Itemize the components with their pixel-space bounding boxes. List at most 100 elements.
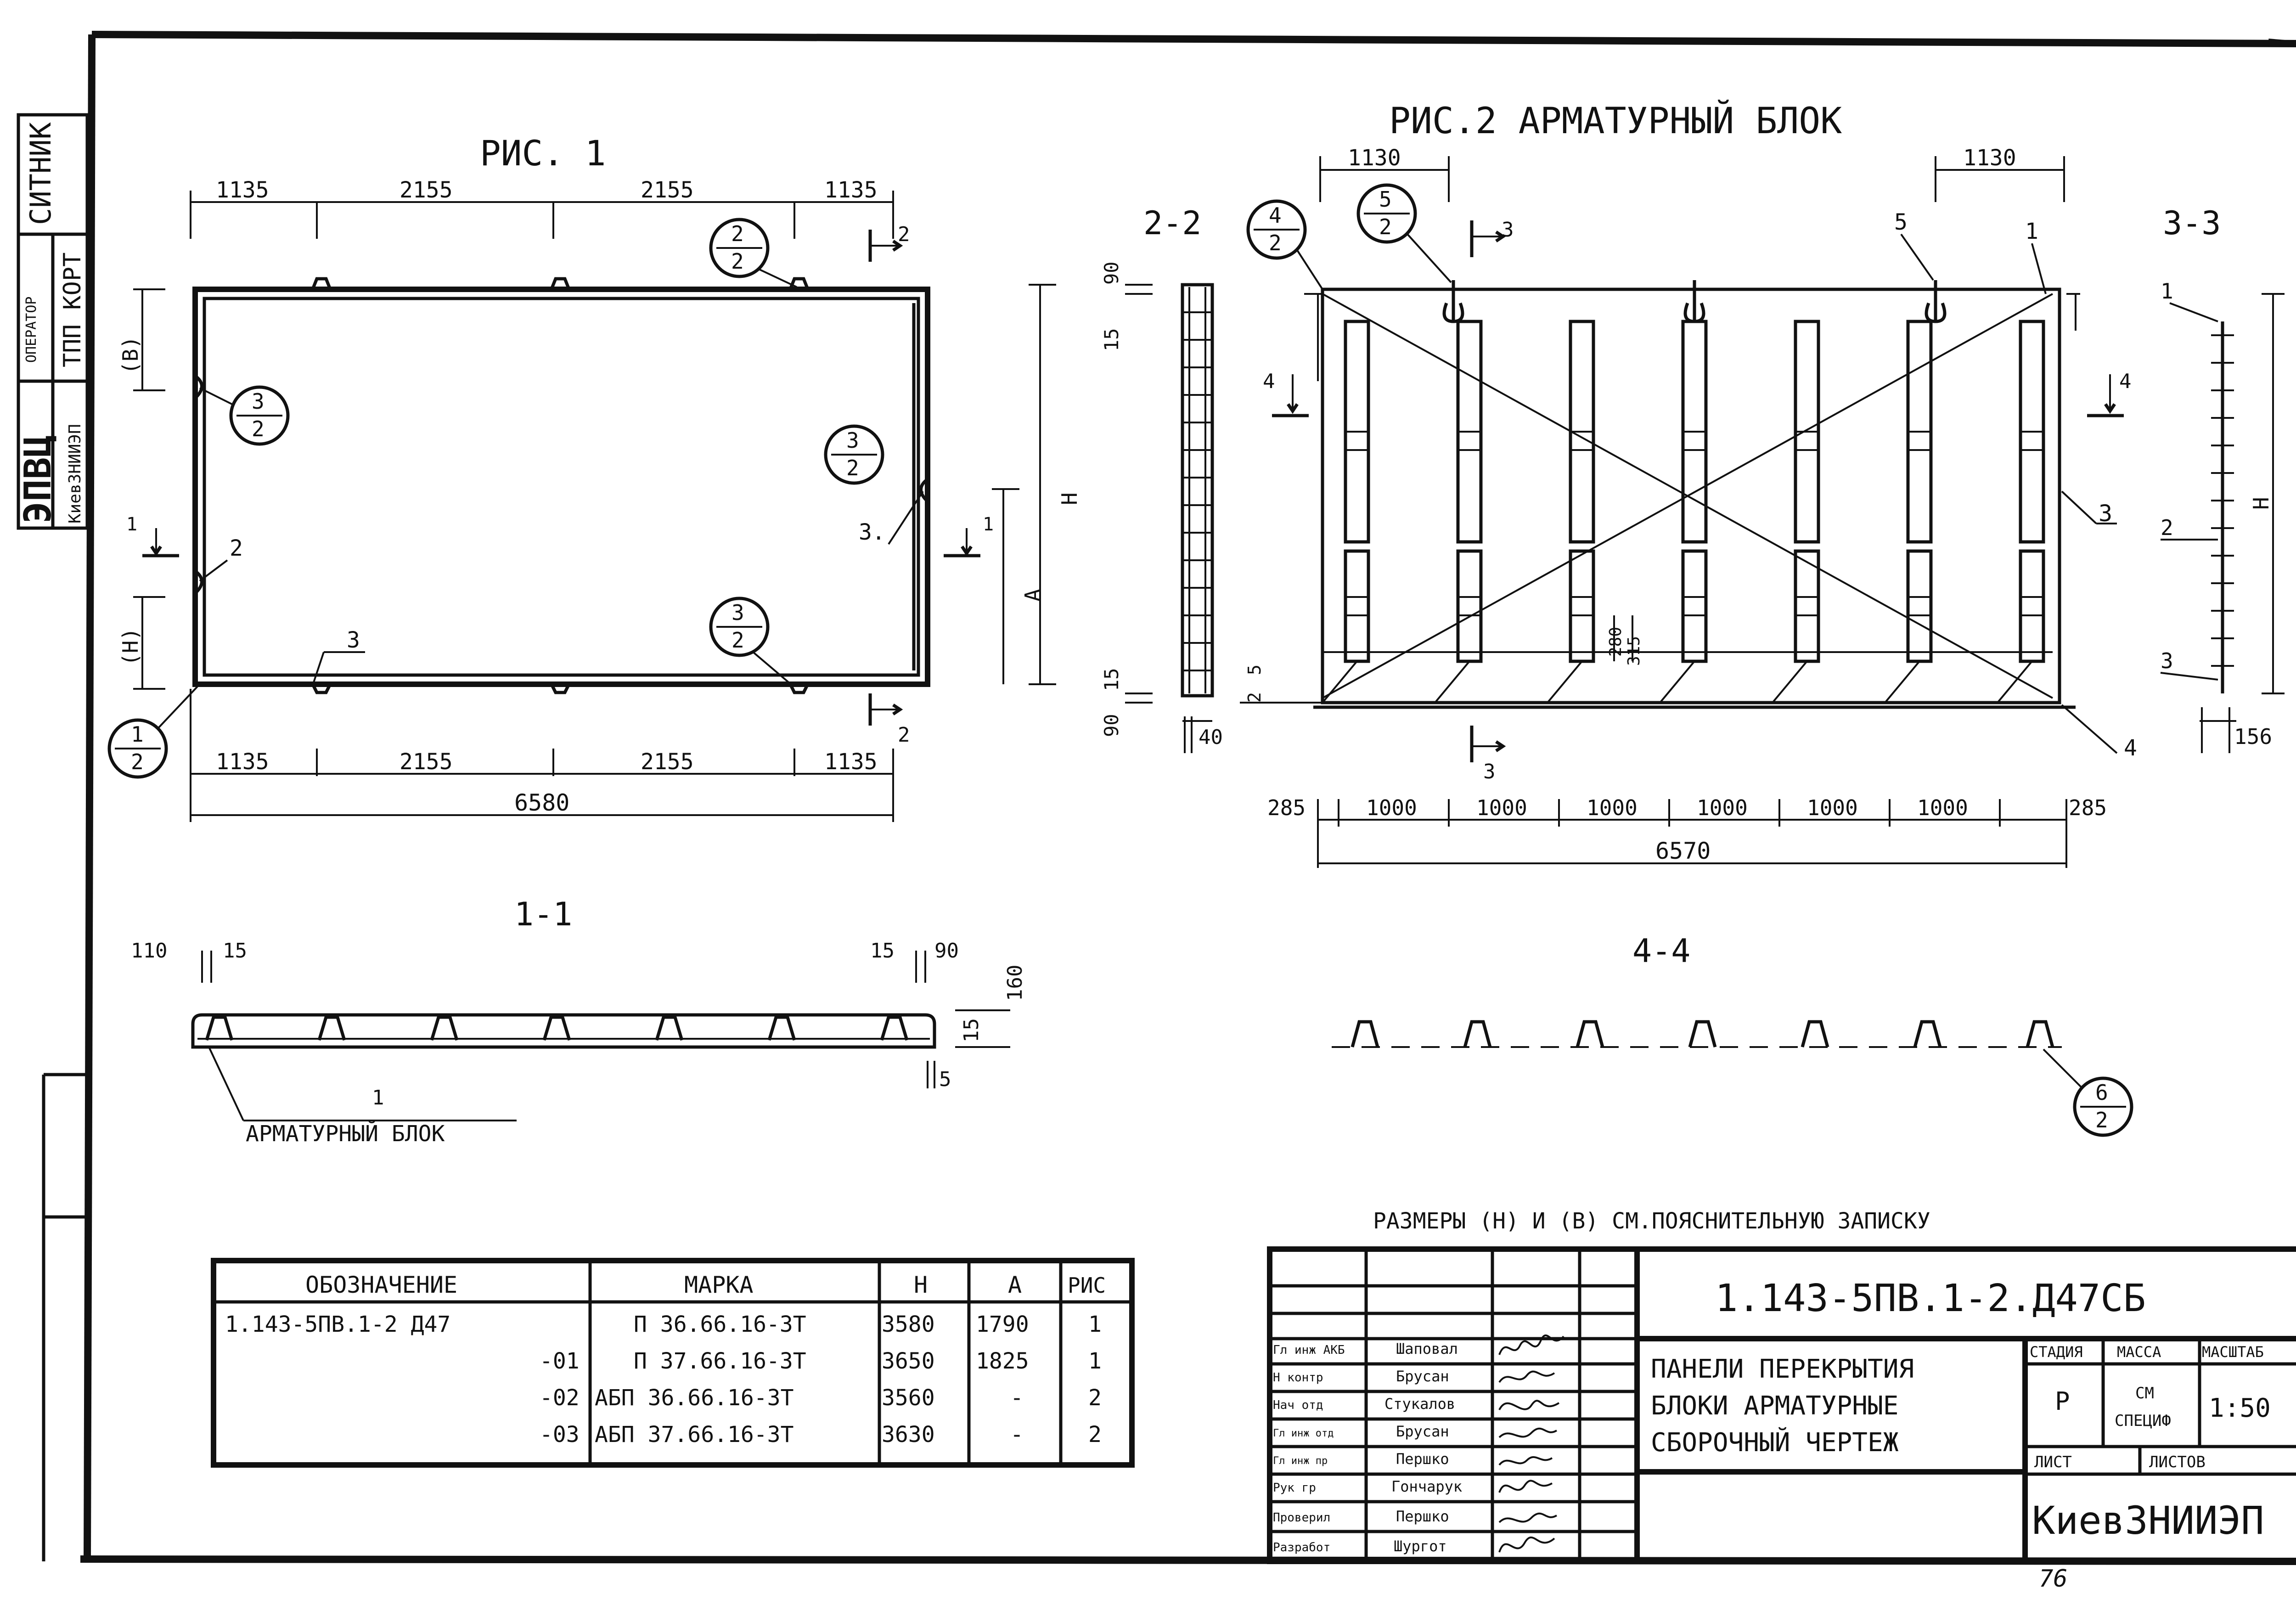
mass-header: МАССА xyxy=(2117,1343,2161,1361)
fig1-cut-1-right: 1 xyxy=(983,514,994,535)
fig1-title: РИС. 1 xyxy=(480,133,606,174)
fig2-cut-4-left: 4 xyxy=(1263,370,1275,393)
fig1-bottom-dim-1: 1135 xyxy=(216,749,269,775)
sec11-dim-15-vert: 15 xyxy=(960,1018,983,1042)
svg-text:-01: -01 xyxy=(540,1348,580,1374)
section-2-2: 2-2 40 xyxy=(1143,204,1223,753)
svg-text:-: - xyxy=(1010,1385,1024,1411)
svg-text:Шургот: Шургот xyxy=(1394,1537,1447,1555)
sec33-label-3: 3 xyxy=(2161,648,2173,673)
fig2-block-outline xyxy=(1321,287,2061,704)
fig1-callout-3-2-left: 3 2 xyxy=(199,385,290,446)
svg-text:Гончарук: Гончарук xyxy=(1391,1478,1462,1495)
fig1-bottom-dim-3: 2155 xyxy=(641,749,694,775)
spec-col-mark: МАРКА xyxy=(684,1272,754,1298)
title-block-code: 1.143-5ПВ.1-2.Д47СБ xyxy=(1715,1277,2146,1320)
dimension-note: РАЗМЕРЫ (H) И (B) СМ.ПОЯСНИТЕЛЬНУЮ ЗАПИС… xyxy=(1373,1208,1930,1234)
svg-text:Разработ: Разработ xyxy=(1273,1541,1330,1554)
organization-name: КиевЗНИИЭП xyxy=(2032,1498,2264,1543)
fig1-callout-1-2: 1 2 xyxy=(107,686,198,779)
svg-text:2: 2 xyxy=(1088,1422,1102,1447)
section-3-3: 3-3 1 2 3 H 156 xyxy=(2160,204,2285,753)
sec11-dim-15-left: 15 xyxy=(223,939,247,963)
svg-text:АБП 37.66.16-3Т: АБП 37.66.16-3Т xyxy=(595,1422,793,1447)
fig1-callout-3-2-bottom: 3 2 xyxy=(709,597,791,684)
svg-text:3: 3 xyxy=(846,428,859,453)
title-line-2: БЛОКИ АРМАТУРНЫЕ xyxy=(1651,1391,1898,1421)
svg-text:1790: 1790 xyxy=(976,1312,1029,1337)
svg-text:Першко: Першко xyxy=(1396,1508,1449,1525)
sec44-callout-6-2: 6 2 xyxy=(2043,1048,2133,1137)
fig1-dim-15-bottom: 15 xyxy=(1100,668,1123,691)
sec33-title: 3-3 xyxy=(2163,204,2221,242)
fig2-callout-5-2: 5 2 xyxy=(1356,183,1452,283)
fig2-total: 6570 xyxy=(1655,838,1711,864)
svg-text:2: 2 xyxy=(1269,231,1282,255)
fig1-cut-1-left: 1 xyxy=(126,514,137,535)
svg-text:Проверил: Проверил xyxy=(1273,1511,1330,1525)
fig1-panel-inner xyxy=(203,297,920,677)
fig1-callout-2-2: 2 2 xyxy=(709,218,797,288)
side-stamp-operator-name: ТПП КОРТ xyxy=(59,253,86,367)
fig1-total: 6580 xyxy=(514,789,569,816)
title-block: 1.143-5ПВ.1-2.Д47СБ ПАНЕЛИ ПЕРЕКРЫТИЯ БЛ… xyxy=(1267,1246,2296,1564)
svg-text:Гл инж АКБ: Гл инж АКБ xyxy=(1273,1343,1345,1357)
svg-text:2: 2 xyxy=(732,628,744,653)
fig1-dim-90-bottom: 90 xyxy=(1100,714,1123,737)
fig1-top-dim-4: 1135 xyxy=(824,177,878,203)
svg-text:3630: 3630 xyxy=(882,1422,935,1447)
svg-text:Брусан: Брусан xyxy=(1396,1368,1449,1385)
figure-1: РИС. 1 1135 2155 2155 1135 2 2 xyxy=(107,133,1153,822)
svg-text:2: 2 xyxy=(1088,1385,1102,1411)
sec11-dim-15-right: 15 xyxy=(870,939,895,963)
fig1-label-3: 3 xyxy=(347,627,360,653)
fig2-dim-2: 2 xyxy=(1244,692,1265,703)
fig2-top-right-dim: 1130 xyxy=(1963,145,2016,171)
fig1-top-dim-2: 2155 xyxy=(400,177,453,203)
fig1-dim-H-right: H xyxy=(1057,492,1082,505)
fig2-label-1: 1 xyxy=(2025,219,2038,244)
svg-text:3: 3 xyxy=(252,389,264,414)
svg-text:П 36.66.16-3Т: П 36.66.16-3Т xyxy=(634,1312,806,1337)
svg-text:1: 1 xyxy=(1088,1312,1102,1337)
fig1-label-3dot: 3. xyxy=(859,519,885,545)
fig2-top-left-dim: 1130 xyxy=(1348,145,1401,171)
svg-text:2: 2 xyxy=(731,221,744,246)
scale-header: МАСШТАБ xyxy=(2202,1343,2264,1361)
svg-text:Стукалов: Стукалов xyxy=(1384,1395,1455,1413)
sheet-label: ЛИСТ xyxy=(2034,1453,2072,1471)
svg-text:1825: 1825 xyxy=(976,1348,1029,1374)
fig2-dim-1000-4: 1000 xyxy=(1697,795,1748,820)
spec-col-h: H xyxy=(914,1272,928,1298)
spec-row: -02 АБП 36.66.16-3Т 3560 - 2 xyxy=(540,1385,1102,1411)
fig2-label-5: 5 xyxy=(1894,209,1908,235)
fig2-callout-4-2: 4 2 xyxy=(1246,199,1323,290)
sec11-dim-160: 160 xyxy=(1003,965,1027,1001)
svg-text:2: 2 xyxy=(731,249,744,274)
sheets-label: ЛИСТОВ xyxy=(2149,1453,2206,1471)
fig2-cut-3-bottom: 3 xyxy=(1483,760,1496,783)
spec-col-a: A xyxy=(1008,1272,1022,1298)
spec-col-fig: РИС xyxy=(1068,1273,1106,1298)
fig1-cut-2-top: 2 xyxy=(898,223,910,246)
svg-text:Брусан: Брусан xyxy=(1396,1423,1449,1440)
fig1-dim-H: (H) xyxy=(118,628,143,666)
spec-row: 1.143-5ПВ.1-2 Д47 П 36.66.16-3Т 3580 179… xyxy=(225,1312,1102,1337)
stage-value: Р xyxy=(2055,1387,2070,1416)
side-stamp: СИТНИК ОПЕРАТОР ТПП КОРТ ЭПВЦ КиевЗНИИЭП xyxy=(17,113,89,1561)
side-stamp-org2: КиевЗНИИЭП xyxy=(66,424,84,524)
spec-col-designation: ОБОЗНАЧЕНИЕ xyxy=(305,1272,457,1298)
svg-text:П 37.66.16-3Т: П 37.66.16-3Т xyxy=(634,1348,806,1374)
svg-text:Н контр: Н контр xyxy=(1273,1371,1323,1385)
svg-text:2: 2 xyxy=(131,749,144,774)
fig2-dim-315: 315 xyxy=(1625,636,1643,666)
svg-text:1: 1 xyxy=(1088,1348,1102,1374)
svg-text:2: 2 xyxy=(252,417,264,441)
fig1-label-2: 2 xyxy=(230,535,243,561)
svg-text:2: 2 xyxy=(846,456,859,480)
svg-text:6: 6 xyxy=(2095,1080,2108,1105)
svg-text:-03: -03 xyxy=(540,1422,580,1447)
svg-text:Шаповал: Шаповал xyxy=(1396,1340,1458,1357)
svg-text:1: 1 xyxy=(131,722,144,747)
